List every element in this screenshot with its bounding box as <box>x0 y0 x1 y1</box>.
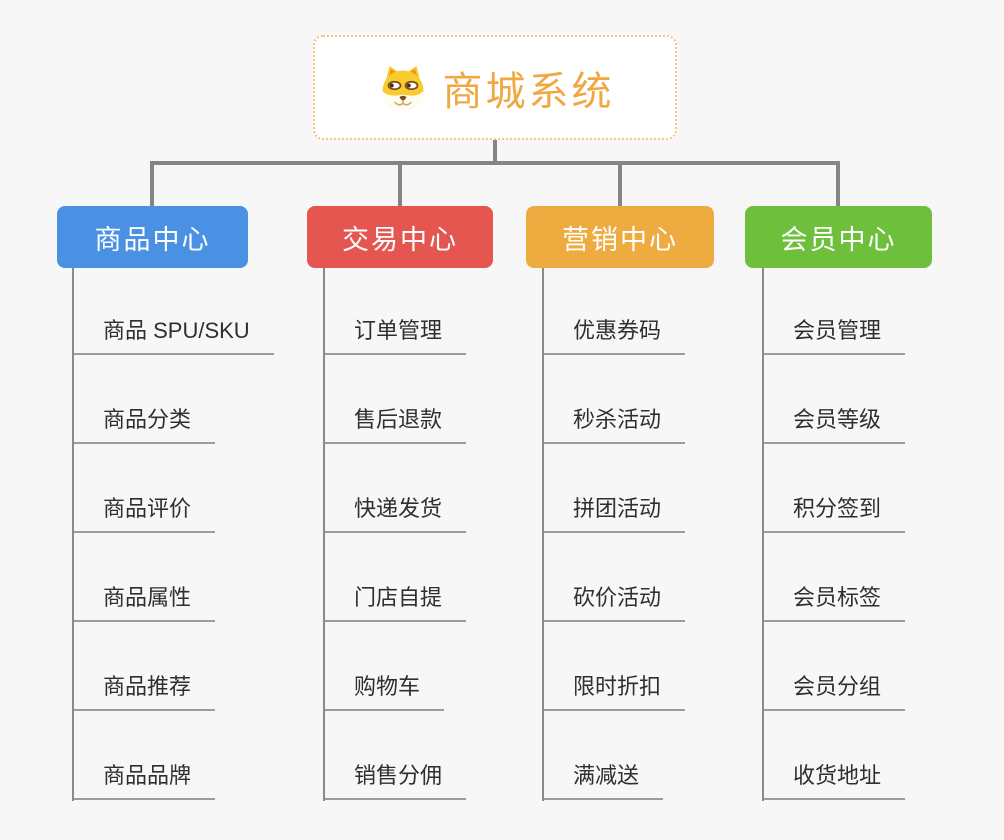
leaf-node[interactable]: 商品品牌 <box>73 758 216 800</box>
leaf-row: 订单管理 <box>324 266 467 355</box>
branch-label: 营销中心 <box>562 224 678 255</box>
connector-drop-trade <box>398 161 402 207</box>
leaf-node[interactable]: 优惠券码 <box>543 313 686 355</box>
leaf-node[interactable]: 限时折扣 <box>543 669 686 711</box>
leaf-node[interactable]: 商品属性 <box>73 580 216 622</box>
leaf-row: 门店自提 <box>324 533 467 622</box>
leaf-node[interactable]: 收货地址 <box>763 758 906 800</box>
leaf-node[interactable]: 快递发货 <box>324 491 467 533</box>
leaf-node[interactable]: 会员标签 <box>763 580 906 622</box>
branch-children-marketing: 优惠券码 秒杀活动 拼团活动 砍价活动 限时折扣 满减送 <box>542 266 686 801</box>
leaf-node[interactable]: 销售分佣 <box>324 758 467 800</box>
leaf-row: 拼团活动 <box>543 444 686 533</box>
leaf-row: 会员等级 <box>763 355 906 444</box>
connector-root-stem <box>493 140 497 165</box>
leaf-node[interactable]: 商品推荐 <box>73 669 216 711</box>
root-title: 商城系统 <box>442 69 615 114</box>
branch-label: 会员中心 <box>780 224 897 255</box>
leaf-node[interactable]: 满减送 <box>543 758 664 800</box>
connector-drop-product <box>150 161 154 207</box>
leaf-node[interactable]: 商品分类 <box>73 402 216 444</box>
leaf-row: 快递发货 <box>324 444 467 533</box>
leaf-row: 收货地址 <box>763 711 906 800</box>
leaf-row: 商品评价 <box>73 444 274 533</box>
leaf-node[interactable]: 会员分组 <box>763 669 906 711</box>
branch-children-product: 商品 SPU/SKU 商品分类 商品评价 商品属性 商品推荐 商品品牌 <box>72 266 274 801</box>
leaf-row: 会员标签 <box>763 533 906 622</box>
leaf-row: 商品分类 <box>73 355 274 444</box>
leaf-row: 满减送 <box>543 711 685 800</box>
leaf-node[interactable]: 积分签到 <box>763 491 906 533</box>
branch-label: 商品中心 <box>94 224 211 255</box>
leaf-node[interactable]: 订单管理 <box>324 313 467 355</box>
leaf-row: 售后退款 <box>324 355 467 444</box>
connector-bus <box>150 161 840 165</box>
leaf-row: 购物车 <box>324 622 466 711</box>
root-node[interactable]: 商城系统 <box>313 35 677 140</box>
connector-spine-product <box>72 268 74 801</box>
leaf-row: 会员分组 <box>763 622 906 711</box>
branch-node-product-center[interactable]: 商品中心 <box>57 206 248 268</box>
leaf-row: 限时折扣 <box>543 622 686 711</box>
leaf-node[interactable]: 商品评价 <box>73 491 216 533</box>
leaf-node[interactable]: 拼团活动 <box>543 491 686 533</box>
leaf-row: 秒杀活动 <box>543 355 686 444</box>
leaf-row: 商品推荐 <box>73 622 274 711</box>
branch-node-trade-center[interactable]: 交易中心 <box>307 206 493 268</box>
leaf-row: 商品品牌 <box>73 711 274 800</box>
branch-children-member: 会员管理 会员等级 积分签到 会员标签 会员分组 收货地址 <box>762 266 906 801</box>
leaf-node[interactable]: 门店自提 <box>324 580 467 622</box>
connector-spine-member <box>762 268 764 801</box>
leaf-node[interactable]: 商品 SPU/SKU <box>73 313 274 355</box>
dog-face-icon <box>382 65 423 111</box>
leaf-row: 商品 SPU/SKU <box>73 266 274 355</box>
connector-drop-member <box>836 161 840 207</box>
branch-label: 交易中心 <box>342 224 458 255</box>
leaf-node[interactable]: 购物车 <box>324 669 445 711</box>
leaf-node[interactable]: 砍价活动 <box>543 580 686 622</box>
branch-node-member-center[interactable]: 会员中心 <box>745 206 932 268</box>
leaf-row: 砍价活动 <box>543 533 686 622</box>
leaf-node[interactable]: 会员管理 <box>763 313 906 355</box>
connector-spine-marketing <box>542 268 544 801</box>
leaf-row: 优惠券码 <box>543 266 686 355</box>
branch-children-trade: 订单管理 售后退款 快递发货 门店自提 购物车 销售分佣 <box>323 266 467 801</box>
branch-node-marketing-center[interactable]: 营销中心 <box>526 206 714 268</box>
connector-drop-marketing <box>618 161 622 207</box>
leaf-node[interactable]: 秒杀活动 <box>543 402 686 444</box>
leaf-node[interactable]: 会员等级 <box>763 402 906 444</box>
leaf-row: 积分签到 <box>763 444 906 533</box>
leaf-node[interactable]: 售后退款 <box>324 402 467 444</box>
connector-spine-trade <box>323 268 325 801</box>
leaf-row: 商品属性 <box>73 533 274 622</box>
leaf-row: 销售分佣 <box>324 711 467 800</box>
leaf-row: 会员管理 <box>763 266 906 355</box>
